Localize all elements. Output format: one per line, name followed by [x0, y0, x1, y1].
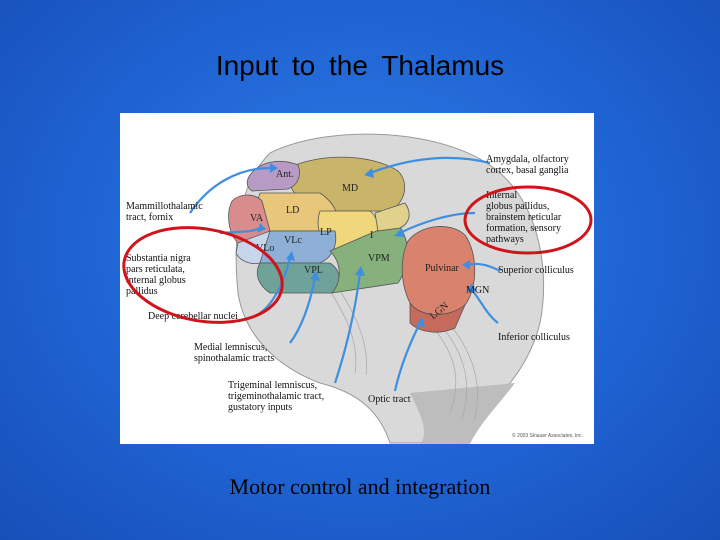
thalamus-figure: Ant. MD LD VA LP VLc VLo VPL VPM I Pulvi…	[120, 113, 594, 444]
label-optic: Optic tract	[368, 394, 411, 405]
label-i: I	[370, 230, 373, 241]
label-trigeminal-2: trigeminothalamic tract,	[228, 391, 324, 402]
label-substantia-1: Substantia nigra	[126, 253, 191, 264]
label-substantia-2: pars reticulata,	[126, 264, 185, 275]
label-internal-2: globus pallidus,	[486, 201, 549, 212]
label-substantia-3: internal globus	[126, 275, 186, 286]
label-internal-5: pathways	[486, 234, 524, 245]
label-pulvinar: Pulvinar	[425, 263, 460, 274]
brainstem-shading	[410, 383, 515, 444]
label-vlc: VLc	[284, 235, 302, 246]
copyright-credit: © 2003 Sinauer Associates, Inc.	[512, 432, 583, 439]
label-internal-1: Internal	[486, 190, 517, 201]
label-md: MD	[342, 183, 358, 194]
label-mammillothalamic-2: tract, fornix	[126, 212, 173, 223]
label-ld: LD	[286, 205, 299, 216]
label-inferior: Inferior colliculus	[498, 332, 570, 343]
label-lp: LP	[320, 227, 332, 238]
label-medial-1: Medial lemniscus,	[194, 342, 267, 353]
slide-title: Input to the Thalamus	[0, 50, 720, 82]
slide-caption: Motor control and integration	[0, 474, 720, 500]
nucleus-vpl	[257, 263, 339, 293]
label-trigeminal-3: gustatory inputs	[228, 402, 292, 413]
label-va: VA	[250, 213, 264, 224]
label-amygdala-1: Amygdala, olfactory	[486, 154, 569, 165]
label-internal-4: formation, sensory	[486, 223, 561, 234]
label-vpl: VPL	[304, 265, 323, 276]
label-mammillothalamic-1: Mammillothalamic	[126, 201, 203, 212]
label-vpm: VPM	[368, 253, 390, 264]
label-trigeminal-1: Trigeminal lemniscus,	[228, 380, 317, 391]
thalamus-diagram: Ant. MD LD VA LP VLc VLo VPL VPM I Pulvi…	[120, 113, 594, 444]
label-ant: Ant.	[276, 169, 294, 180]
label-mgn: MGN	[466, 285, 489, 296]
label-amygdala-2: cortex, basal ganglia	[486, 165, 569, 176]
label-internal-3: brainstem reticular	[486, 212, 562, 223]
label-superior: Superior colliculus	[498, 265, 574, 276]
label-medial-2: spinothalamic tracts	[194, 353, 274, 364]
